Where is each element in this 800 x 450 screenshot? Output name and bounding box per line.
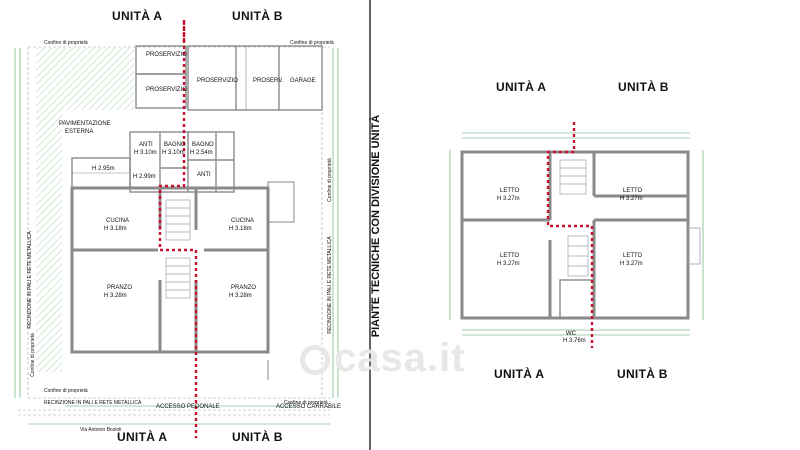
property-boundary (18, 46, 330, 416)
upper-dimension-lines (449, 132, 704, 336)
room-bagno-1-height: H 3.10m (162, 150, 185, 156)
outbuildings-walls (135, 45, 323, 111)
room-cucina-a-height: H 3.18m (104, 226, 127, 232)
unit-division-line-ground (158, 22, 198, 438)
unit-b-label-top-left: UNITÀ B (232, 9, 283, 23)
room-cucina-a: CUCINA (106, 218, 130, 224)
ground-floor-plan (14, 20, 339, 438)
room-proservizio-3: PROSERVIZIO (197, 78, 238, 84)
right-porch (267, 181, 295, 380)
room-bagno-2: BAGNO (192, 142, 214, 148)
unit-a-label-top-right: UNITÀ A (496, 80, 547, 94)
room-pranzo-b: PRANZO (231, 285, 257, 291)
room-letto-1-height: H 3.27m (497, 196, 520, 202)
room-letto-2-height: H 3.27m (620, 196, 643, 202)
unit-b-label-bottom-right: UNITÀ B (617, 367, 668, 381)
balcony (687, 227, 701, 265)
unit-a-label-bottom-left: UNITÀ A (117, 430, 168, 444)
room-anti-1-height: H 3.10m (134, 150, 157, 156)
upper-floor-plan (449, 122, 704, 348)
room-pranzo-b-height: H 3.28m (229, 293, 252, 299)
unit-a-label-top-left: UNITÀ A (112, 9, 163, 23)
note-accesso-carrabile: ACCESSO CARRABILE (276, 404, 342, 410)
room-letto-3: LETTO (500, 253, 520, 259)
upper-stairs (559, 159, 589, 277)
room-pranzo-a: PRANZO (107, 285, 133, 291)
room-cucina-b-height: H 3.18m (229, 226, 252, 232)
watermark-logo: casa.it (300, 336, 466, 381)
room-letto-4-height: H 3.27m (620, 261, 643, 267)
room-proservizio-2: PROSERVIZIO (146, 87, 187, 93)
room-anti-1: ANTI (139, 142, 153, 148)
note-confine-bottom-2: Confine di proprietà (284, 400, 328, 406)
unit-a-label-bottom-right: UNITÀ A (494, 367, 545, 381)
unit-division-line-upper (546, 122, 594, 348)
room-wc-height: H 3.76m (563, 338, 586, 344)
note-accesso-pedonale: ACCESSO PEDONALE (156, 404, 220, 410)
room-pranzo-a-height: H 3.28m (104, 293, 127, 299)
note-confine-top: Confine di proprietà (44, 40, 88, 46)
room-pavimentazione-2: ESTERNA (65, 129, 94, 135)
room-height-299: H 2.99m (133, 174, 156, 180)
room-letto-1: LETTO (500, 188, 520, 194)
ground-stairs (165, 199, 191, 299)
room-height-295: H 2.95m (92, 166, 115, 172)
wc-walls (559, 279, 595, 319)
note-confine-right: Confine di proprietà (290, 40, 334, 46)
dimension-lines (14, 48, 339, 425)
unit-b-label-bottom-left: UNITÀ B (232, 430, 283, 444)
room-wc: WC (566, 331, 576, 337)
room-cucina-b: CUCINA (231, 218, 255, 224)
note-confine-bottom: Confine di proprietà (44, 388, 88, 394)
unit-b-label-top-right: UNITÀ B (618, 80, 669, 94)
room-bagno-1: BAGNO (164, 142, 186, 148)
note-recinzione-bottom: RECINZIONE IN PALI E RETE METALLICA (44, 400, 142, 406)
room-pavimentazione-1: PAVIMENTAZIONE (59, 121, 111, 127)
room-proservizio-1: PROSERVIZIO (146, 52, 187, 58)
room-letto-4: LETTO (623, 253, 643, 259)
yard-hatch (36, 48, 134, 110)
room-garage: GARAGE (290, 78, 316, 84)
room-letto-2: LETTO (623, 188, 643, 194)
yard-hatch-side (36, 110, 62, 372)
room-letto-3-height: H 3.27m (497, 261, 520, 267)
note-via: Via Antonio Bozioli (80, 427, 122, 433)
room-anti-2: ANTI (197, 172, 211, 178)
room-bagno-2-height: H 2.54m (190, 150, 213, 156)
room-proserv: PROSERV. (253, 78, 284, 84)
